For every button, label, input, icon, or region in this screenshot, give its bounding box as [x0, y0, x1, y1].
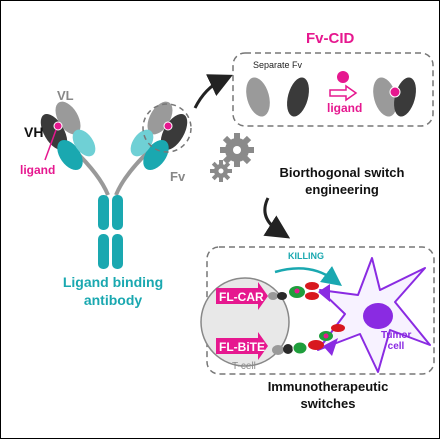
vh-label: VH: [24, 124, 44, 140]
gears-icon: [210, 133, 254, 182]
fv-cid-ligand-label: ligand: [327, 101, 363, 115]
tumor-label-line1: Tumor: [381, 330, 412, 341]
engineering-line2: engineering: [305, 182, 379, 197]
antibody-caption-line1: Ligand binding: [62, 274, 164, 290]
fv-cid-panel: [232, 52, 434, 127]
tcell-label: T-cell: [232, 361, 256, 372]
separate-fv-label: Separate Fv: [253, 60, 303, 70]
fv-label: Fv: [170, 169, 186, 184]
immuno-caption-line2: switches: [300, 396, 356, 411]
fl-bite-label: FL-BiTE: [219, 340, 265, 354]
immuno-panel: [200, 246, 435, 375]
killing-label: KILLING: [288, 251, 324, 261]
vl-label: VL: [57, 88, 74, 103]
antibody-ligand-label: ligand: [20, 163, 56, 177]
engineering-line1: Biorthogonal switch: [279, 165, 405, 180]
antibody-caption-line2: antibody: [83, 292, 143, 308]
antibody-graphic: [40, 101, 192, 269]
fv-cid-title: Fv-CID: [306, 30, 355, 47]
tumor-label-line2: cell: [387, 341, 405, 352]
fl-car-label: FL-CAR: [219, 290, 264, 304]
immuno-caption-line1: Immunotherapeutic: [267, 379, 389, 394]
